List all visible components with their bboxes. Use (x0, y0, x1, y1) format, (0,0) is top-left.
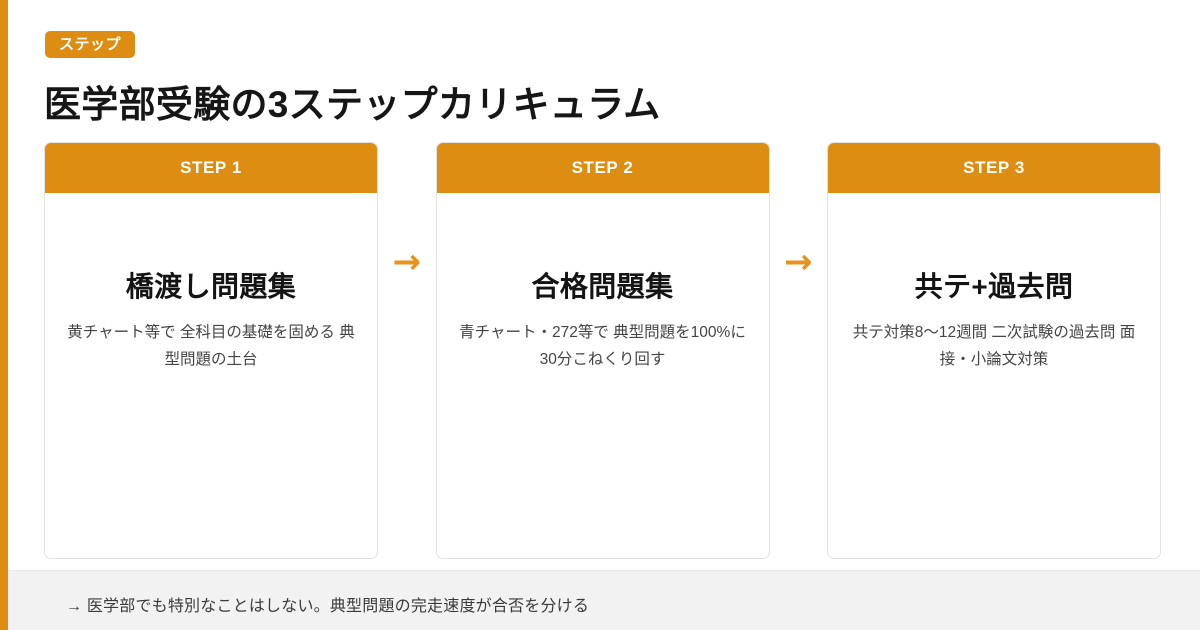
step-card-2-body: 合格問題集 青チャート・272等で 典型問題を100%に 30分こねくり回す (437, 193, 769, 558)
arrow-right-icon-1: → (392, 241, 422, 282)
step-card-2-heading: 合格問題集 (531, 271, 674, 303)
step-card-2-description: 青チャート・272等で 典型問題を100%に 30分こねくり回す (459, 324, 746, 368)
step-card-1-header: STEP 1 (45, 143, 377, 193)
step-card-1-heading: 橋渡し問題集 (125, 271, 297, 303)
footer-bar: → 医学部でも特別なことはしない。典型問題の完走速度が合否を分ける (0, 570, 1200, 630)
step-card-3-heading: 共テ+過去問 (914, 271, 1074, 303)
left-accent-bar (0, 0, 8, 630)
section-badge: ステップ (45, 31, 136, 58)
step-card-1-description: 黄チャート等で 全科目の基礎を固める 典型問題の土台 (67, 324, 355, 368)
step-card-2[interactable]: STEP 2 合格問題集 青チャート・272等で 典型問題を100%に 30分こ… (435, 142, 770, 559)
step-card-3[interactable]: STEP 3 共テ+過去問 共テ対策8〜12週間 二次試験の過去問 面接・小論文… (827, 142, 1161, 559)
page-title: 医学部受験の3ステップカリキュラム (44, 84, 661, 125)
footer-note: → 医学部でも特別なことはしない。典型問題の完走速度が合否を分ける (66, 598, 590, 615)
step-card-3-body: 共テ+過去問 共テ対策8〜12週間 二次試験の過去問 面接・小論文対策 (828, 193, 1160, 558)
arrow-right-icon-2: → (784, 241, 813, 282)
step-card-3-header: STEP 3 (828, 143, 1160, 193)
step-card-2-header: STEP 2 (436, 143, 769, 193)
steps-row: STEP 1 橋渡し問題集 黄チャート等で 全科目の基礎を固める 典型問題の土台… (44, 142, 1161, 559)
step-card-1-body: 橋渡し問題集 黄チャート等で 全科目の基礎を固める 典型問題の土台 (45, 193, 377, 558)
step-card-1[interactable]: STEP 1 橋渡し問題集 黄チャート等で 全科目の基礎を固める 典型問題の土台 (44, 142, 378, 559)
step-card-3-description: 共テ対策8〜12週間 二次試験の過去問 面接・小論文対策 (852, 324, 1136, 368)
